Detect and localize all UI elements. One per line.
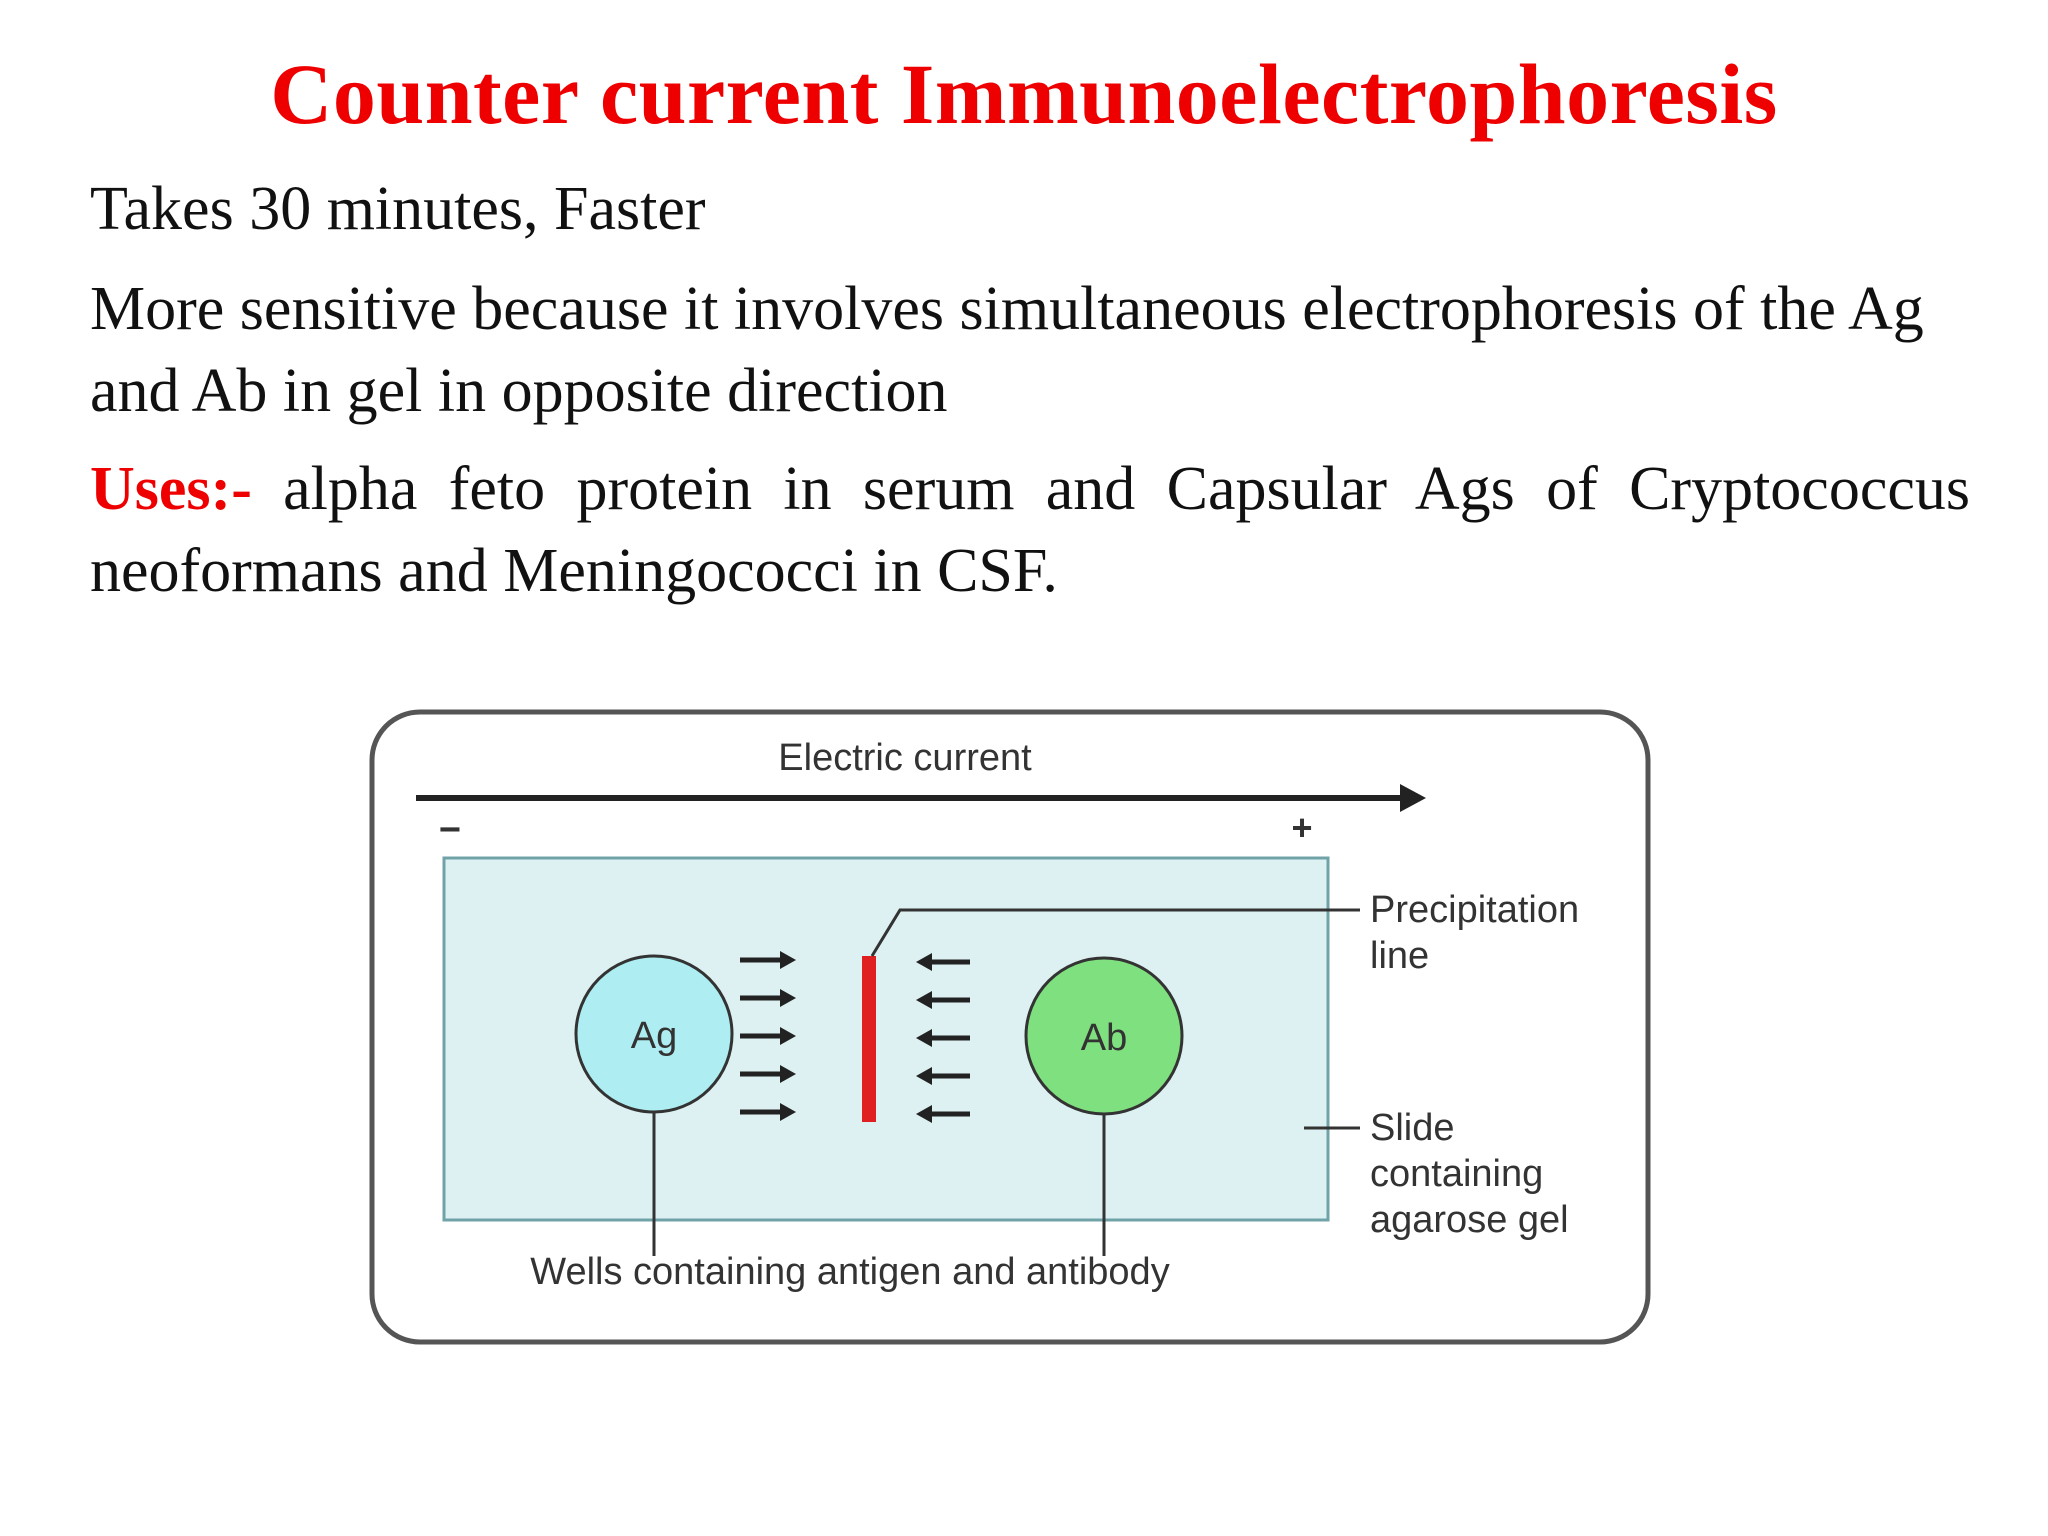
antibody-arrow bbox=[916, 991, 970, 1009]
precipitation-line-leader bbox=[870, 908, 1360, 957]
antigen-arrow bbox=[740, 1103, 796, 1121]
point-uses: Uses:- alpha feto protein in serum and C… bbox=[90, 448, 1970, 612]
antibody-well-label: Ab bbox=[1081, 1017, 1127, 1059]
slide-label-line-2: containing bbox=[1370, 1153, 1543, 1195]
uses-label: Uses:- bbox=[90, 455, 252, 523]
negative-pole-sign: − bbox=[439, 809, 461, 851]
antigen-arrow bbox=[740, 989, 796, 1007]
slide-label: Slide containing agarose gel bbox=[1370, 1107, 1569, 1241]
antigen-arrow bbox=[740, 951, 796, 969]
slide-title: Counter current Immunoelectrophoresis bbox=[270, 46, 1778, 142]
antigen-arrow bbox=[740, 1027, 796, 1045]
antibody-arrow bbox=[916, 953, 970, 971]
ccie-diagram-svg: Electric current − + Ag Ab bbox=[369, 709, 1651, 1345]
antibody-arrow bbox=[916, 1105, 970, 1123]
ccie-diagram: Electric current − + Ag Ab bbox=[360, 700, 1660, 1360]
slide-label-line-1: Slide bbox=[1370, 1107, 1455, 1149]
precipitation-line-label: Precipitation line bbox=[1370, 889, 1590, 977]
electric-current-label: Electric current bbox=[778, 737, 1032, 779]
antigen-well-label: Ag bbox=[631, 1015, 677, 1057]
slide-label-line-3: agarose gel bbox=[1370, 1199, 1569, 1241]
antigen-migration-arrows bbox=[740, 951, 796, 1121]
wells-label: Wells containing antigen and antibody bbox=[530, 1251, 1169, 1293]
antigen-arrow bbox=[740, 1065, 796, 1083]
precipitation-label-line-2: line bbox=[1370, 935, 1429, 977]
precipitation-line bbox=[862, 956, 876, 1122]
precipitation-label-line-1: Precipitation bbox=[1370, 889, 1579, 931]
point-speed: Takes 30 minutes, Faster bbox=[90, 175, 706, 243]
positive-pole-sign: + bbox=[1291, 807, 1312, 848]
electric-current-arrowhead bbox=[1400, 784, 1426, 812]
antibody-arrow bbox=[916, 1067, 970, 1085]
uses-text: alpha feto protein in serum and Capsular… bbox=[90, 455, 1970, 605]
antibody-migration-arrows bbox=[916, 953, 970, 1123]
antibody-arrow bbox=[916, 1029, 970, 1047]
point-sensitivity: More sensitive because it involves simul… bbox=[90, 275, 1924, 425]
